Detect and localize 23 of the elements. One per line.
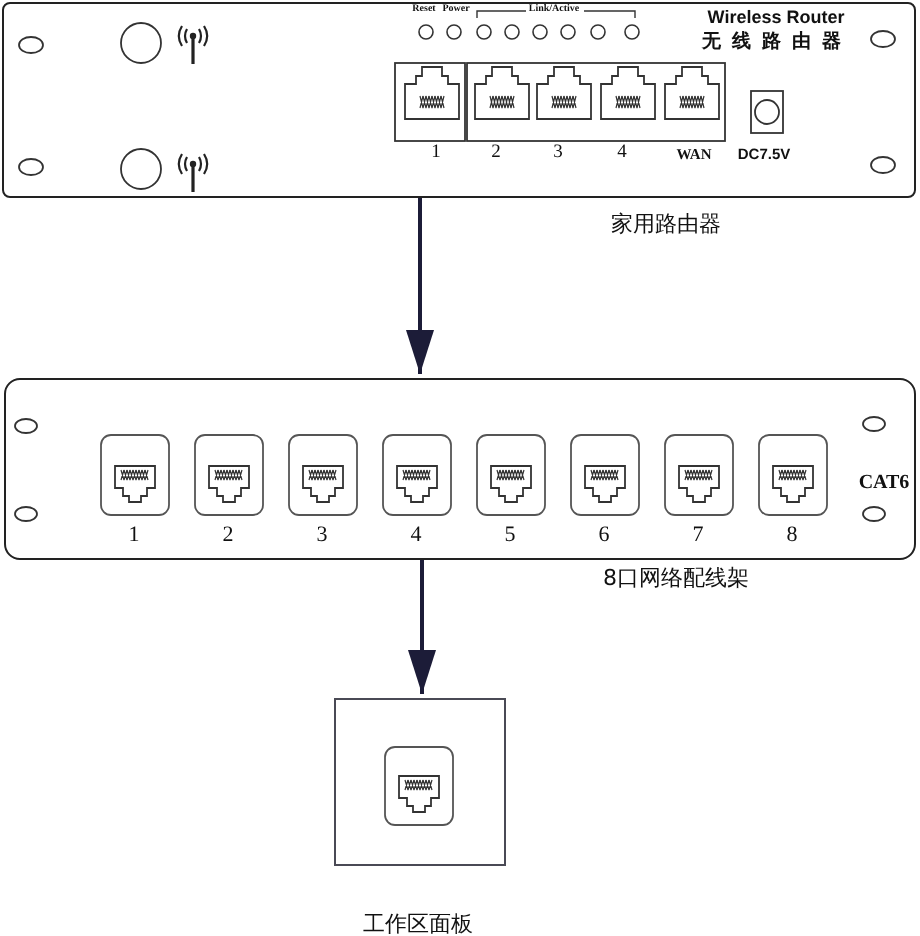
port-number: 5 bbox=[504, 525, 516, 547]
patch-panel bbox=[4, 378, 916, 560]
device-subtitle: 无线路由器 bbox=[700, 32, 852, 52]
arrow bbox=[408, 560, 436, 694]
port-number: 3 bbox=[553, 144, 563, 164]
node-label: 家用路由器 bbox=[611, 213, 721, 235]
category-label: CAT6 bbox=[858, 474, 910, 494]
wall-plate bbox=[334, 698, 506, 866]
port-number: 2 bbox=[491, 144, 501, 164]
arrow bbox=[406, 198, 434, 374]
node-label: 工作区面板 bbox=[363, 913, 473, 935]
port-number: 8 bbox=[786, 525, 798, 547]
router-panel bbox=[2, 2, 916, 198]
port-number: 6 bbox=[598, 525, 610, 547]
port-number: 2 bbox=[222, 525, 234, 547]
port-number: 4 bbox=[410, 525, 422, 547]
node-label: 8口网络配线架 bbox=[603, 567, 749, 589]
port-number: 1 bbox=[128, 525, 140, 547]
port-number: 4 bbox=[617, 144, 627, 164]
port-number: 3 bbox=[316, 525, 328, 547]
port-number: 7 bbox=[692, 525, 704, 547]
device-title: Wireless Router bbox=[707, 8, 845, 26]
port-number: 1 bbox=[431, 144, 441, 164]
